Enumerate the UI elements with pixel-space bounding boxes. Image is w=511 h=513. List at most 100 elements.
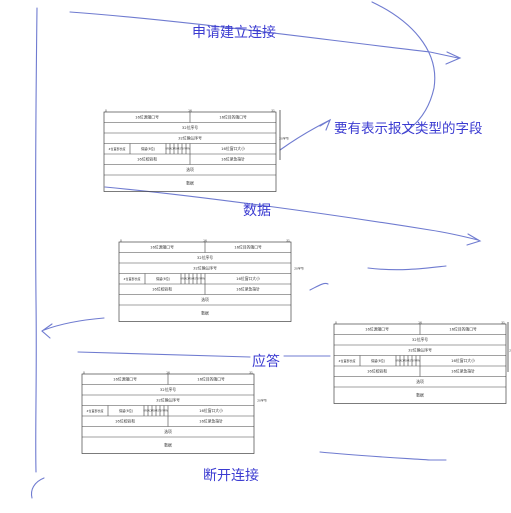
field-ack: 32位确认序号 xyxy=(193,265,217,270)
field-src-port: 16位源端口号 xyxy=(365,326,389,331)
side-20-bytes: 20字节 xyxy=(294,265,304,270)
bit-mark-31: 31 xyxy=(271,109,275,113)
field-checksum: 16位校验和 xyxy=(115,418,135,423)
flag-urg: URG xyxy=(143,409,148,412)
field-urgent: 16位紧急指针 xyxy=(221,156,245,161)
flag-psh: PSH xyxy=(189,277,194,280)
bit-mark-16: 16 xyxy=(166,371,170,375)
mid-scribble xyxy=(367,265,447,271)
left-arrow-stroke xyxy=(43,317,105,331)
label-request-connection: 申请建立连接 xyxy=(192,25,276,41)
flag-urg: URG xyxy=(395,359,400,362)
field-dst-port: 16位目的端口号 xyxy=(219,114,247,119)
bit-mark-16: 16 xyxy=(188,109,192,113)
bit-mark-0: 0 xyxy=(120,239,122,243)
field-ack: 32位确认序号 xyxy=(408,347,432,352)
field-window: 16位窗口大小 xyxy=(236,276,260,281)
bottom-curve-stroke xyxy=(319,451,447,461)
label-need-type-field: 要有表示报文类型的字段 xyxy=(334,121,483,137)
field-urgent: 16位紧急指针 xyxy=(451,368,475,373)
flag-ack: ACK xyxy=(185,277,190,280)
flag-syn: SYN xyxy=(412,359,417,362)
top-curve-stroke xyxy=(371,1,436,135)
flag-urg: URG xyxy=(180,277,185,280)
side-20-bytes: 20字节 xyxy=(257,397,267,402)
data-arrow-head xyxy=(466,233,482,246)
packet-diagram-reply: 0 16 31 16位源端口号 16位目的端口号 32位序号 32位确认序号 4位首部长度 保留… xyxy=(333,320,511,404)
flag-ack: ACK xyxy=(400,359,405,362)
bit-mark-31: 31 xyxy=(286,239,290,243)
field-data: 数据 xyxy=(416,392,424,397)
field-seq: 32位序号 xyxy=(412,337,428,342)
field-ack: 32位确认序号 xyxy=(178,135,202,140)
type-field-arrowhead xyxy=(319,118,332,131)
field-window: 16位窗口大小 xyxy=(199,408,223,413)
bit-mark-31: 31 xyxy=(249,371,253,375)
field-data: 数据 xyxy=(186,180,194,185)
field-src-port: 16位源端口号 xyxy=(113,376,137,381)
flag-syn: SYN xyxy=(160,409,165,412)
side-20-bytes: 20字节 xyxy=(509,347,511,352)
flag-fin: FIN xyxy=(164,409,168,412)
field-data: 数据 xyxy=(164,442,172,447)
data-arrow-stroke xyxy=(104,186,479,241)
flag-rst: RST xyxy=(156,409,161,412)
field-options: 选项 xyxy=(186,167,194,172)
label-disconnect: 断开连接 xyxy=(203,468,259,484)
field-seq: 32位序号 xyxy=(182,125,198,130)
reply-stroke xyxy=(77,351,251,358)
left-arrow-head xyxy=(41,323,53,339)
field-reserved: 保留(6位) xyxy=(371,358,385,363)
flag-psh: PSH xyxy=(404,359,409,362)
field-src-port: 16位源端口号 xyxy=(135,114,159,119)
field-checksum: 16位校验和 xyxy=(152,286,172,291)
label-data: 数据 xyxy=(243,203,271,219)
top-arrow-head xyxy=(445,51,462,65)
flag-rst: RST xyxy=(408,359,413,362)
flag-psh: PSH xyxy=(174,147,179,150)
flag-syn: SYN xyxy=(197,277,202,280)
field-checksum: 16位校验和 xyxy=(137,156,157,161)
field-data: 数据 xyxy=(201,310,209,315)
packet-diagram-syn: 0 16 31 16位源端口号 16位目的端口号 32位序号 32位确认序号 4位首部长度 保留… xyxy=(103,108,289,192)
field-hdr-len: 4位首部长度 xyxy=(87,408,104,413)
field-src-port: 16位源端口号 xyxy=(150,244,174,249)
bit-mark-31: 31 xyxy=(501,321,505,325)
field-dst-port: 16位目的端口号 xyxy=(449,326,477,331)
field-options: 选项 xyxy=(201,297,209,302)
field-options: 选项 xyxy=(416,379,424,384)
bit-mark-0: 0 xyxy=(335,321,337,325)
side-20-bytes: 20字节 xyxy=(279,135,289,140)
field-seq: 32位序号 xyxy=(197,255,213,260)
flag-fin: FIN xyxy=(201,277,205,280)
bit-mark-16: 16 xyxy=(418,321,422,325)
flag-fin: FIN xyxy=(416,359,420,362)
field-reserved: 保留(6位) xyxy=(156,276,170,281)
flag-rst: RST xyxy=(193,277,198,280)
field-window: 16位窗口大小 xyxy=(451,358,475,363)
top-arrow-stroke xyxy=(69,11,459,59)
mid-scribble-2 xyxy=(309,282,329,291)
field-seq: 32位序号 xyxy=(160,387,176,392)
field-urgent: 16位紧急指针 xyxy=(199,418,223,423)
field-hdr-len: 4位首部长度 xyxy=(339,358,356,363)
label-reply: 应答 xyxy=(252,354,280,370)
field-dst-port: 16位目的端口号 xyxy=(234,244,262,249)
field-dst-port: 16位目的端口号 xyxy=(197,376,225,381)
field-hdr-len: 4位首部长度 xyxy=(109,146,126,151)
flag-rst: RST xyxy=(178,147,183,150)
flag-psh: PSH xyxy=(152,409,157,412)
bottom-left-hook xyxy=(30,477,45,499)
field-options: 选项 xyxy=(164,429,172,434)
field-reserved: 保留(6位) xyxy=(119,408,133,413)
bit-mark-0: 0 xyxy=(83,371,85,375)
flag-fin: FIN xyxy=(186,147,190,150)
left-margin-line xyxy=(35,7,38,473)
flag-ack: ACK xyxy=(170,147,175,150)
field-reserved: 保留(6位) xyxy=(141,146,155,151)
bit-mark-0: 0 xyxy=(105,109,107,113)
field-urgent: 16位紧急指针 xyxy=(236,286,260,291)
